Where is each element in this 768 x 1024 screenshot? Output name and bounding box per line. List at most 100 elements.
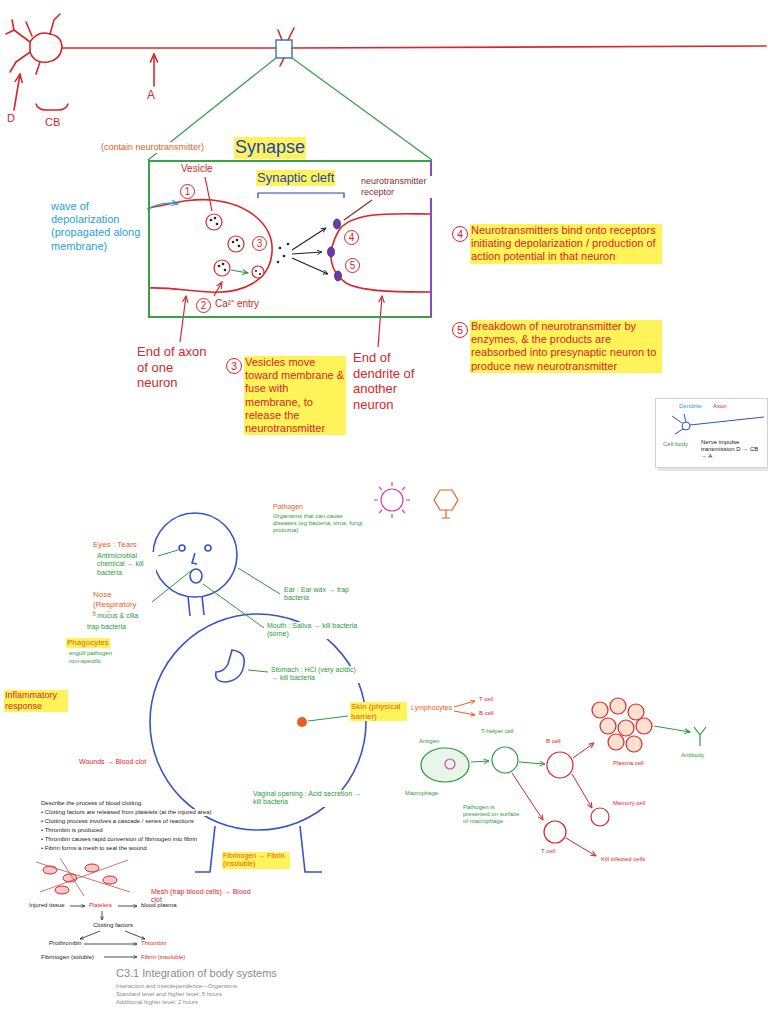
handwritten-note: non-specific — [68, 658, 102, 665]
part-label: End of dendrite of another neuron — [352, 350, 434, 412]
human-figure — [179, 545, 185, 551]
clotting-step: • Thrombin is produced — [40, 827, 104, 834]
immune-response-drawing — [471, 761, 489, 762]
human-figure — [216, 650, 245, 682]
handwritten-note: Nerve impulse transmission D → CB → A — [700, 439, 762, 461]
pathogen-icons — [374, 482, 458, 518]
human-figure — [205, 545, 211, 551]
pathogen-icons — [381, 489, 403, 511]
immune-response-drawing — [421, 698, 706, 856]
handwritten-note: (contain neurotransmitter) — [100, 142, 205, 153]
vesicles — [228, 236, 244, 252]
handwritten-note: Wounds → Blood clot — [78, 758, 147, 766]
zoom-box — [276, 40, 292, 58]
skin-mark — [297, 717, 307, 727]
neuron-drawing — [6, 14, 766, 110]
clotting-step: • Fibrin forms a mesh to seal the wound — [40, 845, 147, 852]
immune-response-drawing — [492, 747, 518, 773]
neuron-drawing — [153, 54, 155, 86]
human-figure — [150, 614, 366, 830]
part-label: Pathogen — [272, 503, 304, 511]
synapse-leaders — [344, 200, 372, 220]
callout-letter: A — [146, 88, 156, 102]
immune-response-drawing — [572, 774, 592, 808]
release-arrows — [292, 252, 322, 254]
faded-note: Standard level and higher level: 5 hours — [115, 991, 223, 998]
body-leaders — [248, 670, 268, 672]
inset-image — [682, 422, 690, 430]
release-arrows — [292, 258, 328, 274]
neurotransmitter-dots — [222, 263, 225, 266]
part-label: End of axon of one neuron — [136, 344, 213, 391]
body-leaders — [238, 568, 280, 594]
part-label: Synaptic cleft — [256, 170, 335, 186]
callout-letter: CB — [44, 116, 61, 129]
handwritten-note: Mouth : Saliva → kill bacteria (some) — [266, 622, 360, 639]
immune-response-drawing — [445, 759, 455, 769]
immune-response-drawing — [566, 838, 596, 856]
inset-image — [655, 398, 768, 471]
receptors — [328, 219, 342, 281]
synapse-leaders — [205, 177, 212, 211]
immune-response-drawing — [636, 718, 652, 734]
neurotransmitter-dots — [287, 243, 290, 246]
clotting-flow-arrows — [84, 944, 137, 945]
clotting-flow-arrows — [80, 931, 100, 939]
receptors — [335, 271, 342, 281]
neurotransmitter-dots — [236, 239, 239, 242]
immune-response-drawing — [610, 698, 626, 714]
part-label: Phagocytes — [66, 638, 110, 648]
immune-response-drawing — [592, 698, 652, 752]
cell-label: Plasma cell — [612, 760, 645, 767]
part-label: Ca²⁺ entry — [214, 298, 260, 310]
part-label: Eyes : Tears — [92, 540, 138, 550]
body-leaders — [308, 716, 348, 721]
callout-number: 5 — [345, 258, 360, 273]
immune-response-drawing — [592, 702, 608, 718]
human-figure — [188, 596, 204, 616]
flow-label: Fibrin (insoluble) — [140, 954, 186, 961]
cell-label: Macrophage — [404, 790, 439, 797]
inset-image: DendriteAxonCell bodyNerve impulse trans… — [655, 398, 768, 468]
body-leaders — [158, 550, 178, 556]
flow-label: Thrombin — [140, 940, 167, 947]
faded-heading: C3.1 Integration of body systems — [115, 967, 278, 980]
vesicles — [252, 266, 264, 278]
cell-label: B cell — [478, 710, 495, 717]
immune-response-drawing — [544, 821, 566, 843]
cell-label: Antigen — [418, 738, 440, 745]
neurotransmitter-dots — [232, 241, 235, 244]
release-arrows — [231, 228, 328, 274]
immune-response-drawing — [454, 711, 475, 715]
callout-letter: D — [6, 112, 16, 125]
cell-label: Lymphocytes — [410, 704, 453, 712]
part-label: Inflammatory response — [4, 690, 68, 712]
clotting-flow-arrows — [102, 911, 103, 920]
immune-response-drawing — [519, 762, 545, 764]
handwritten-note: wave of depolarization (propagated along… — [50, 200, 147, 253]
handwritten-note: Neurotransmitters bind onto receptors in… — [470, 224, 662, 264]
cell-label: Memory cell — [612, 800, 646, 807]
neurotransmitter-dots — [277, 261, 280, 264]
flow-label: Prothrombin — [48, 940, 83, 947]
immune-response-drawing — [694, 727, 706, 746]
vesicles — [214, 260, 230, 276]
vesicles — [206, 214, 222, 230]
inset-image — [672, 414, 764, 434]
part-label: Dendrite — [678, 403, 703, 410]
neurotransmitter-dots — [279, 247, 282, 250]
clotting-step: • Clotting factors are released from pla… — [40, 809, 213, 816]
handwritten-note: trap bacteria — [86, 623, 127, 631]
blood-clot-drawing — [55, 886, 69, 894]
handwritten-note: Fibrinogen → Fibrin (insoluble) — [222, 852, 290, 869]
zoom-lines — [292, 58, 432, 160]
neuron-drawing — [6, 14, 60, 74]
handwritten-note: Vaginal opening : Acid secretion → kill … — [252, 790, 364, 807]
presynaptic-membrane — [148, 200, 272, 293]
neurotransmitter-dots — [238, 245, 241, 248]
receptors — [334, 219, 341, 229]
neuron-drawing — [30, 33, 62, 62]
synapse-leaders — [140, 177, 382, 347]
pathogen-icons — [374, 482, 410, 518]
